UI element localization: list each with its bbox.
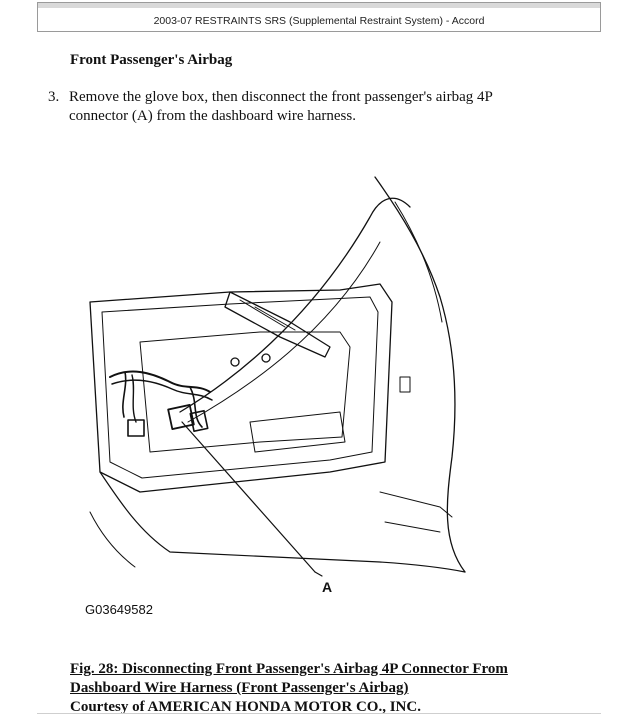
header-title: 2003-07 RESTRAINTS SRS (Supplemental Res… — [153, 15, 485, 27]
procedure-step: 3. Remove the glove box, then disconnect… — [48, 88, 588, 126]
illustration-drawing: A G03649582 — [85, 176, 466, 617]
section-heading: Front Passenger's Airbag — [70, 52, 233, 68]
step-text-line-1: Remove the glove box, then disconnect th… — [69, 89, 493, 105]
figure-caption: Fig. 28: Disconnecting Front Passenger's… — [70, 660, 610, 717]
caption-title-line-1: Fig. 28: Disconnecting Front Passenger's… — [70, 661, 508, 677]
footer-rule — [37, 713, 601, 714]
caption-courtesy: Courtesy of AMERICAN HONDA MOTOR CO., IN… — [70, 699, 421, 715]
step-text: Remove the glove box, then disconnect th… — [69, 88, 588, 126]
callout-label-a: A — [322, 579, 332, 595]
airbag-connector-illustration: A G03649582 — [80, 172, 560, 637]
caption-title-line-2: Dashboard Wire Harness (Front Passenger'… — [70, 680, 409, 696]
figure-code: G03649582 — [85, 602, 153, 617]
header-strip — [38, 3, 600, 8]
step-number: 3. — [48, 89, 60, 105]
page-header: 2003-07 RESTRAINTS SRS (Supplemental Res… — [37, 2, 601, 32]
step-text-line-2: connector (A) from the dashboard wire ha… — [69, 108, 356, 124]
